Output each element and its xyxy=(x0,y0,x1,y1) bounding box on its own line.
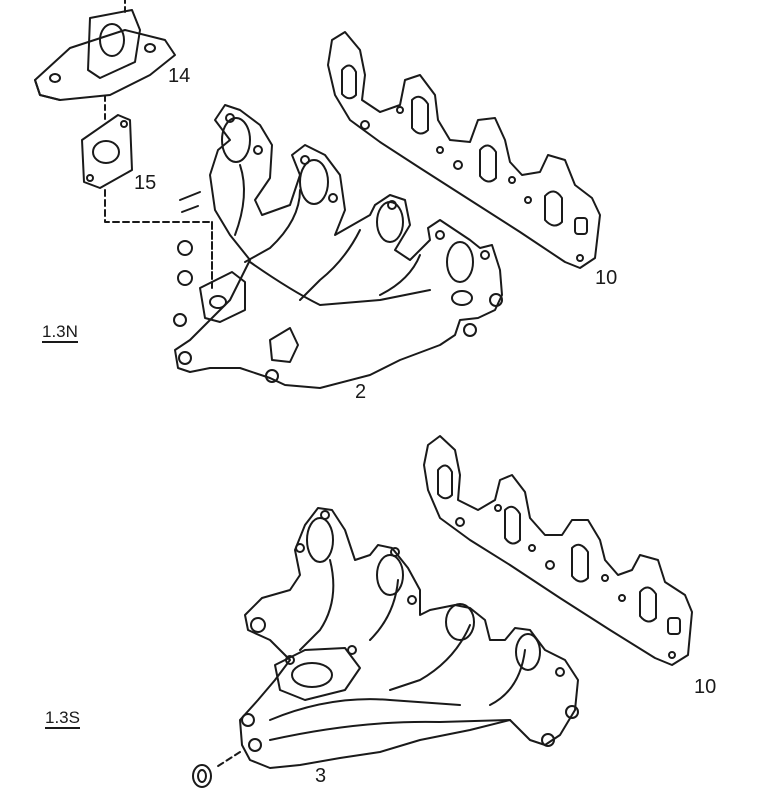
callout-part-10-lower: 10 xyxy=(694,676,717,698)
callout-part-2: 2 xyxy=(355,381,367,403)
small-gasket-part-15 xyxy=(81,114,213,281)
exhaust-manifold-part-3 xyxy=(214,507,579,769)
sealing-ring xyxy=(192,764,212,788)
variant-label-1-3n: 1.3N xyxy=(42,322,78,343)
flange-adapter-part-14 xyxy=(34,0,176,123)
exhaust-manifold-part-2 xyxy=(173,104,503,389)
callout-part-3: 3 xyxy=(315,765,327,787)
callout-part-14: 14 xyxy=(168,65,191,87)
callout-part-10-upper: 10 xyxy=(595,267,618,289)
callout-part-15: 15 xyxy=(134,172,157,194)
manifold-gasket-part-10-lower xyxy=(423,435,693,666)
variant-label-1-3s: 1.3S xyxy=(45,708,80,729)
manifold-gasket-part-10-upper xyxy=(327,31,601,269)
